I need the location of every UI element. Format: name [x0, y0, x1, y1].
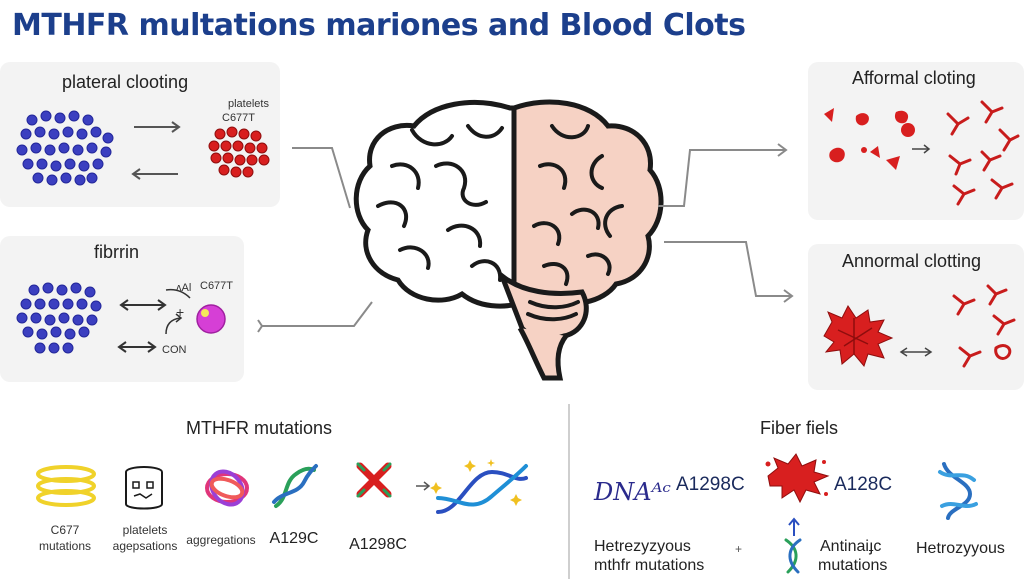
arrow-left-icon — [131, 168, 178, 180]
arrow-right-icon — [416, 481, 431, 491]
red-fibrin-strands — [946, 100, 1020, 206]
brain-illustration — [353, 99, 664, 381]
double-arrow-icon — [899, 347, 933, 357]
plus-sign: + — [735, 542, 743, 556]
blue-fibrin-cluster — [16, 282, 102, 354]
panel-heading-fibrin: fibrrin — [94, 242, 140, 262]
dna-arrow-icon — [784, 517, 802, 574]
red-clot-mass — [823, 305, 894, 368]
yellow-rings-icon — [36, 465, 96, 507]
panel-heading-annormal: Annormal clotting — [842, 251, 982, 271]
double-arrow-icon — [119, 299, 167, 311]
platelet-note-1: platelets — [228, 98, 269, 110]
red-clot-icon — [765, 453, 830, 504]
error-x-icon — [356, 462, 392, 498]
item-label-4: A129C — [269, 530, 319, 547]
label-heterozygous-1: Hetrezyzyous — [594, 538, 691, 555]
item-label-2b: agepsations — [112, 539, 178, 553]
plus-sign: + — [176, 304, 185, 320]
panel-heading-afformal: Afformal cloting — [852, 68, 976, 88]
fibrin-note-3: CON — [162, 344, 187, 356]
platelet-container-icon — [125, 466, 163, 510]
arrow-right-icon — [134, 121, 181, 133]
dna-text-mark: DNAᴬᶜ — [594, 478, 671, 506]
label-antinaic-2: mutations — [818, 557, 888, 574]
label-heterozygous-3: Hetrozyyous — [916, 540, 1005, 557]
item-label-3: aggregations — [186, 533, 256, 547]
aggregation-coil-icon — [205, 469, 249, 507]
label-antinaic-1: Antinaiɟc — [820, 538, 882, 555]
section-divider — [568, 404, 570, 579]
page-title: MTHFR multations mariones and Blood Clot… — [12, 8, 746, 43]
sparkling-dna-icon — [430, 459, 528, 514]
section-heading-mthfr: MTHFR mutations — [186, 418, 333, 438]
item-label-2a: platelets — [122, 523, 168, 537]
magenta-cell-icon — [196, 304, 226, 334]
red-platelet-cluster — [208, 126, 270, 178]
fibrin-note-2: C677T — [200, 280, 234, 292]
code-a128c: A128C — [834, 474, 893, 495]
section-heading-fiber: Fiber fiels — [760, 418, 839, 438]
code-a1298c: A1298C — [676, 474, 745, 495]
panel-heading-platelet: plateral clooting — [62, 72, 189, 92]
item-label-5: A1298C — [349, 536, 407, 553]
curved-arrow-icon — [165, 288, 191, 335]
arrow-right-icon — [912, 144, 931, 154]
panel-abnormal-clotting-1 — [808, 62, 1024, 220]
platelet-note-2: C677T — [222, 112, 256, 124]
item-label-1b: mutations — [38, 539, 92, 553]
dna-helix-icon — [272, 464, 318, 508]
double-arrow-icon — [117, 341, 157, 353]
label-heterozygous-2: mthfr mutations — [594, 557, 705, 574]
blue-platelet-cluster — [16, 110, 114, 186]
blue-dna-icon — [938, 462, 978, 520]
red-fibrin-strands — [952, 284, 1016, 368]
item-label-1a: C677 — [50, 523, 80, 537]
red-clot-fragments — [824, 108, 915, 170]
